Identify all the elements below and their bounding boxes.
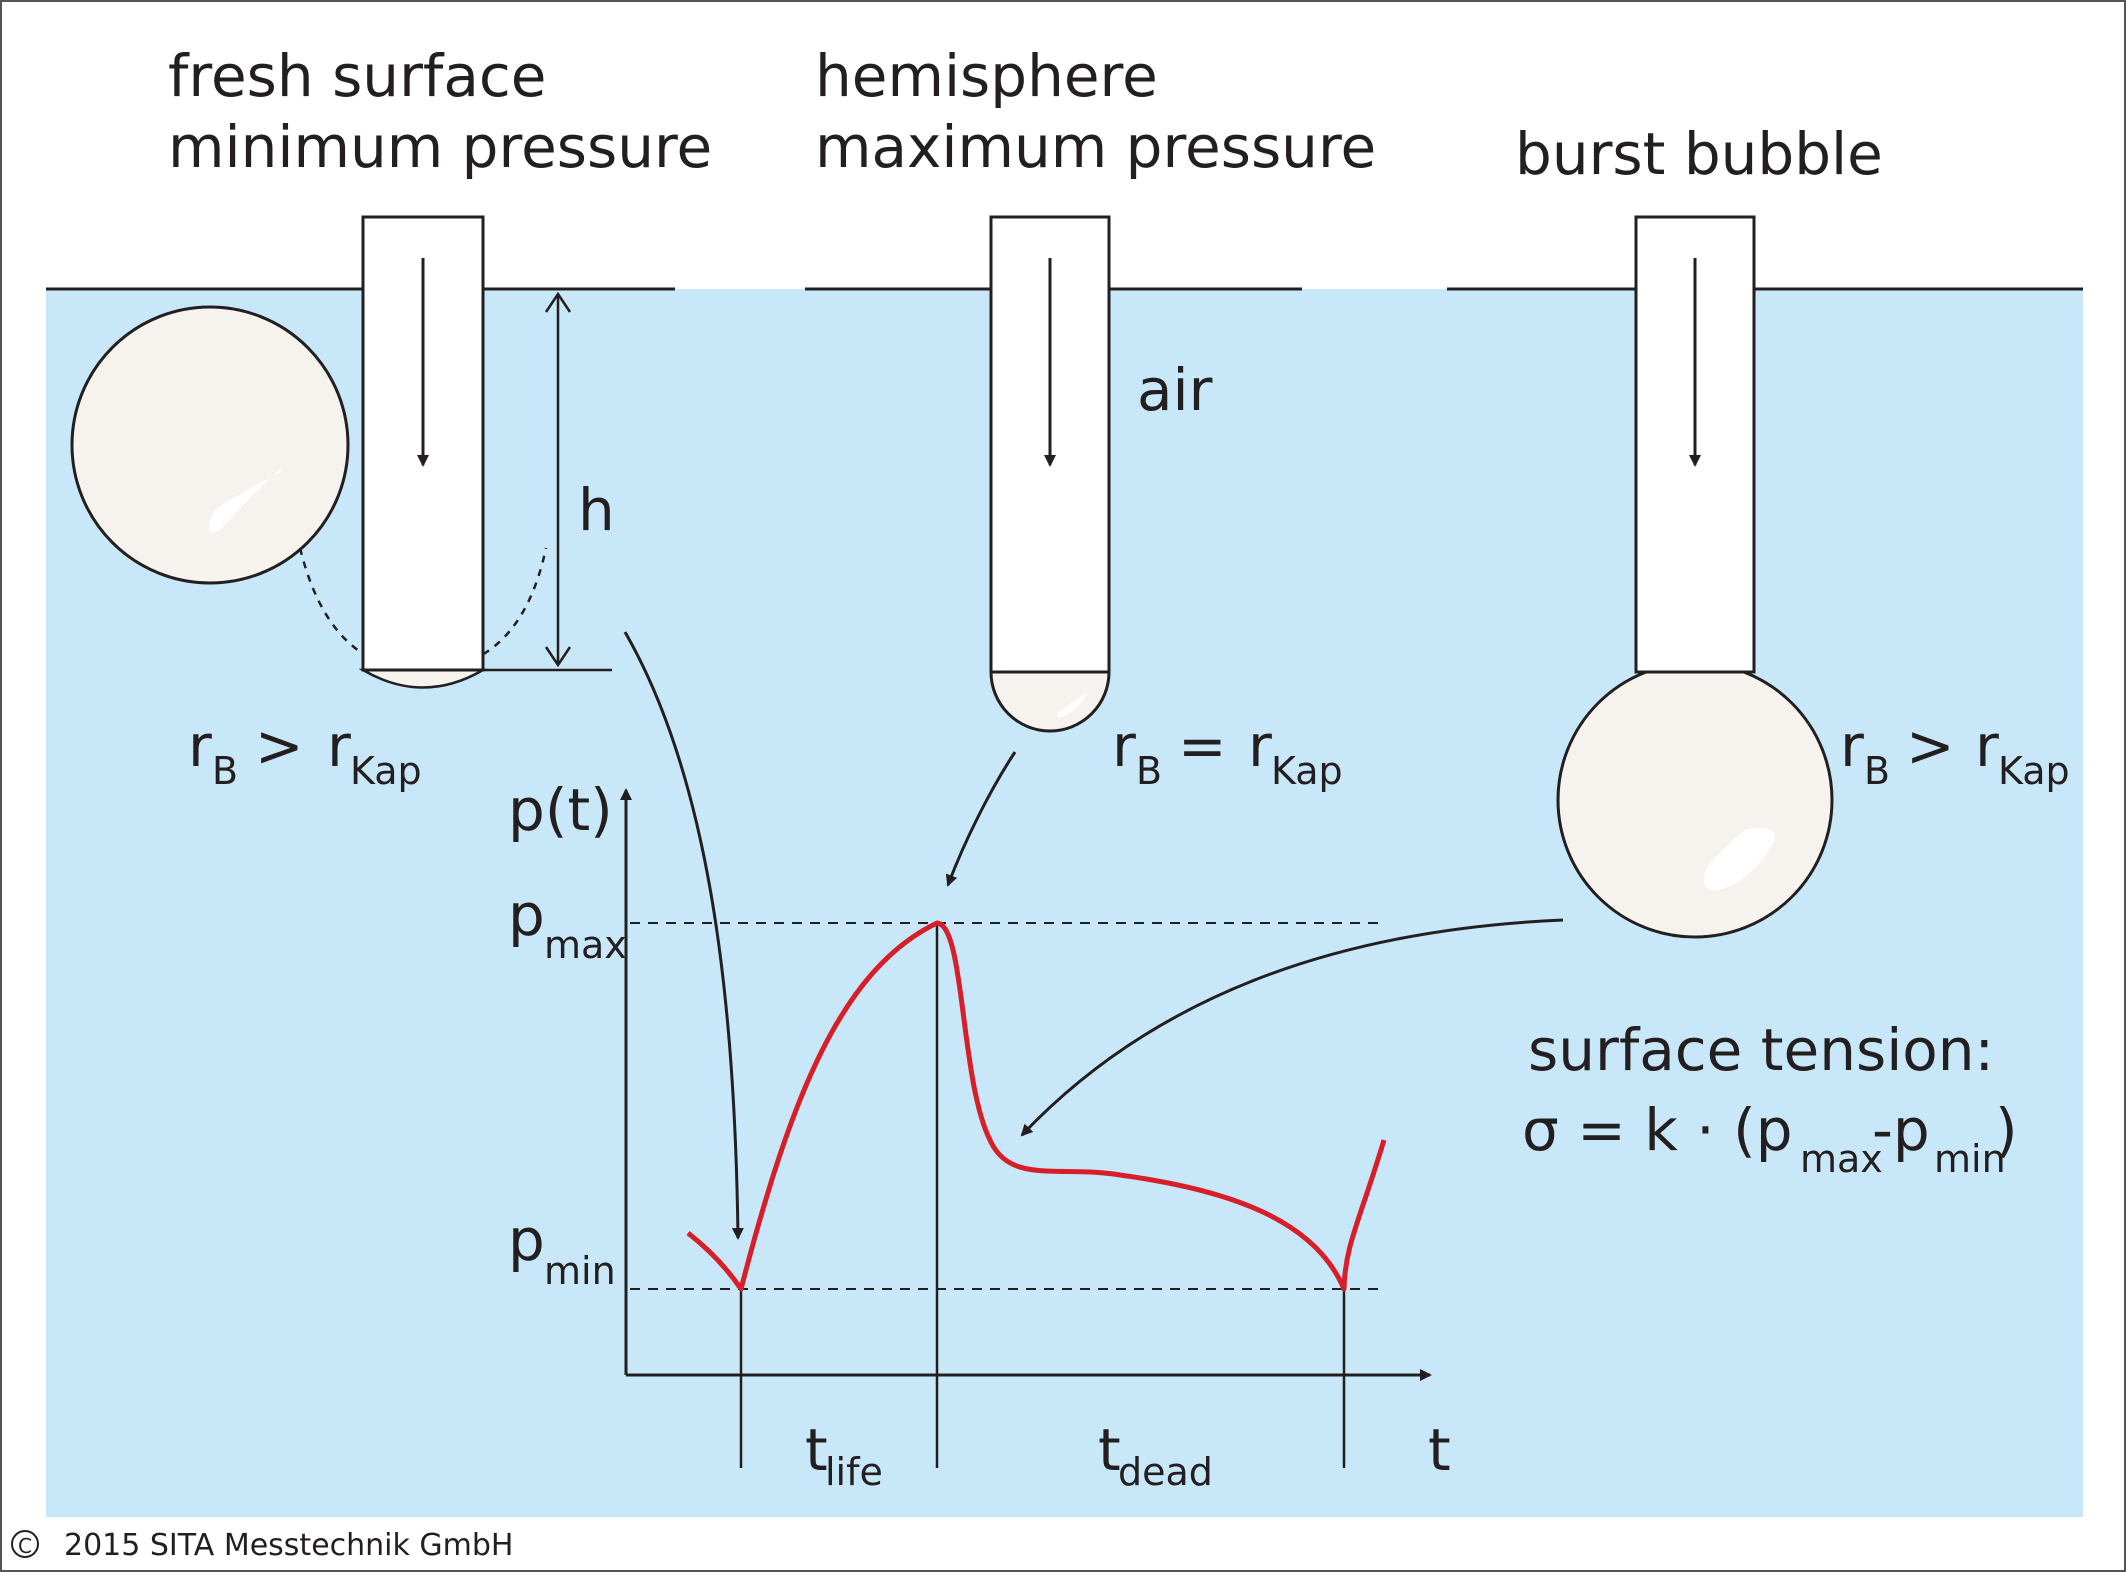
arrow-to-dead-time xyxy=(1020,918,1564,1137)
caption-right: burst bubble xyxy=(1515,120,1883,188)
caption-left-line1: fresh surface xyxy=(168,42,546,110)
hemisphere-bubble xyxy=(989,670,1111,733)
large-bubble-highlight xyxy=(1703,828,1776,891)
fresh-meniscus xyxy=(358,668,488,689)
svg-text:p: p xyxy=(508,1206,545,1274)
svg-text:p: p xyxy=(508,881,545,949)
svg-text:max: max xyxy=(544,923,627,967)
depth-label-h: h xyxy=(578,476,615,544)
svg-text:max: max xyxy=(1800,1137,1883,1181)
x-axis-label: t xyxy=(1428,1416,1451,1484)
radius-relation-middle: r B = r Kap xyxy=(1112,712,1343,793)
pressure-curve xyxy=(686,920,1387,1292)
hemisphere-highlight xyxy=(1058,692,1089,718)
large-bubble xyxy=(1556,661,1834,939)
surface-tension-formula: σ = k · (p max -p min ) xyxy=(1522,1096,2018,1181)
y-axis-label: p(t) xyxy=(508,776,613,844)
svg-text:dead: dead xyxy=(1118,1450,1213,1494)
formula-heading: surface tension: xyxy=(1528,1016,1994,1084)
copyright-icon xyxy=(11,1530,39,1558)
connector-arrows xyxy=(623,631,1564,1240)
detached-bubble xyxy=(70,305,350,585)
svg-text:Kap: Kap xyxy=(350,749,422,793)
radius-relation-right: r B > r Kap xyxy=(1840,712,2070,793)
svg-text:B: B xyxy=(1136,749,1162,793)
air-label: air xyxy=(1137,356,1213,424)
svg-text:min: min xyxy=(544,1249,616,1293)
svg-text:life: life xyxy=(825,1450,883,1494)
t-dead-label: t dead xyxy=(1098,1416,1213,1494)
t-life-label: t life xyxy=(805,1416,883,1494)
pmax-label: p max xyxy=(508,881,627,967)
svg-text:=: = xyxy=(1178,712,1227,780)
depth-arrow xyxy=(544,291,572,668)
svg-text:r: r xyxy=(188,712,212,780)
svg-text:t: t xyxy=(805,1416,828,1484)
pmin-label: p min xyxy=(508,1206,616,1293)
svg-text:r: r xyxy=(1975,712,1999,780)
svg-text:>: > xyxy=(1906,712,1955,780)
middle-capillary-group xyxy=(989,215,1111,733)
bubble-highlight xyxy=(208,470,282,533)
svg-text:Kap: Kap xyxy=(1998,749,2070,793)
svg-text:r: r xyxy=(1840,712,1864,780)
radius-relation-left: r B > r Kap xyxy=(188,712,422,793)
arrow-to-pmin xyxy=(623,631,744,1240)
svg-text:C: C xyxy=(18,1534,32,1558)
svg-text:t: t xyxy=(1098,1416,1121,1484)
right-capillary-group xyxy=(1556,215,1834,939)
left-capillary-group xyxy=(70,215,612,689)
svg-text:B: B xyxy=(212,749,238,793)
svg-text:r: r xyxy=(327,712,351,780)
copyright-text: 2015 SITA Messtechnik GmbH xyxy=(64,1528,514,1563)
svg-text:r: r xyxy=(1248,712,1272,780)
svg-text:>: > xyxy=(255,712,304,780)
svg-text:): ) xyxy=(1995,1096,2018,1164)
caption-left-line2: minimum pressure xyxy=(168,113,712,181)
svg-text:-p: -p xyxy=(1872,1096,1930,1164)
svg-text:σ = k · (p: σ = k · (p xyxy=(1522,1096,1793,1164)
svg-text:B: B xyxy=(1864,749,1890,793)
svg-text:min: min xyxy=(1934,1137,2006,1181)
caption-middle-line1: hemisphere xyxy=(815,42,1158,110)
caption-middle-line2: maximum pressure xyxy=(815,113,1376,181)
copyright-notice: C 2015 SITA Messtechnik GmbH xyxy=(11,1528,514,1563)
pressure-graph xyxy=(620,788,1432,1468)
svg-text:r: r xyxy=(1112,712,1136,780)
arrow-to-pmax xyxy=(945,751,1017,887)
svg-text:Kap: Kap xyxy=(1271,749,1343,793)
